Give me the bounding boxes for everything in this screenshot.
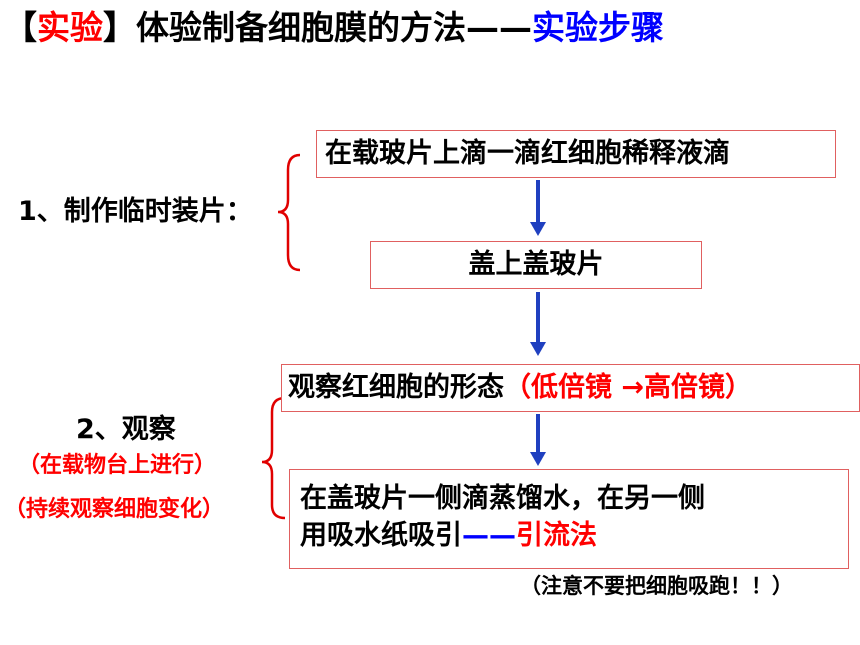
step1-box-drop: 在载玻片上滴一滴红细胞稀释液滴 bbox=[316, 130, 836, 178]
title-bracket-close: 】 bbox=[103, 8, 136, 47]
irrigation-line2-text: 用吸水纸吸引 bbox=[300, 520, 462, 551]
irrigation-line1: 在盖玻片一侧滴蒸馏水，在另一侧 bbox=[300, 483, 705, 514]
step2-label: 2、观察 bbox=[76, 414, 176, 445]
title-bracket-open: 【 bbox=[4, 8, 37, 47]
title-tag: 实验 bbox=[37, 8, 103, 47]
title-section: 实验步骤 bbox=[532, 8, 664, 47]
step1-brace bbox=[277, 153, 301, 272]
step2-brace bbox=[261, 396, 286, 520]
footnote: （注意不要把细胞吸跑！！） bbox=[520, 574, 793, 598]
observe-text: 观察红细胞的形态 bbox=[288, 372, 504, 403]
step1-label: 1、制作临时装片： bbox=[18, 196, 253, 227]
arrow-2 bbox=[530, 292, 546, 356]
step2-note-continuous: （持续观察细胞变化） bbox=[4, 497, 225, 522]
step2-box-irrigation: 在盖玻片一侧滴蒸馏水，在另一侧 用吸水纸吸引——引流法 bbox=[289, 469, 849, 569]
arrow-1 bbox=[530, 180, 546, 236]
title-main: 体验制备细胞膜的方法—— bbox=[136, 8, 532, 47]
slide-title: 【实验】体验制备细胞膜的方法——实验步骤 bbox=[4, 6, 664, 50]
arrow-3 bbox=[530, 414, 546, 466]
step2-note-stage: （在载物台上进行） bbox=[18, 453, 217, 478]
step2-box-observe: 观察红细胞的形态（低倍镜 →高倍镜） bbox=[281, 364, 860, 412]
magnification-note: （低倍镜 →高倍镜） bbox=[504, 372, 753, 403]
irrigation-method: 引流法 bbox=[516, 520, 597, 551]
irrigation-line2: 用吸水纸吸引——引流法 bbox=[300, 517, 848, 554]
step1-box-cover: 盖上盖玻片 bbox=[370, 241, 702, 289]
irrigation-dash: —— bbox=[462, 520, 516, 551]
